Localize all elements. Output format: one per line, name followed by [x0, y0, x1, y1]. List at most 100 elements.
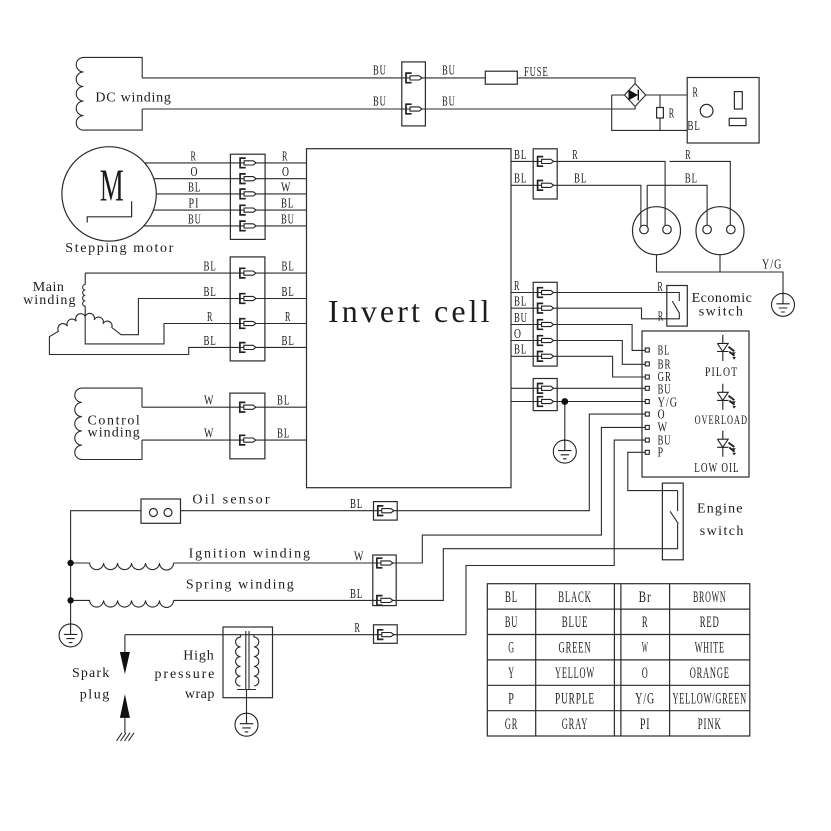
- svg-text:BU: BU: [281, 212, 295, 227]
- svg-text:GREEN: GREEN: [559, 640, 592, 657]
- svg-text:W: W: [658, 421, 669, 436]
- svg-text:PILOT: PILOT: [705, 364, 738, 379]
- svg-text:Invert cell: Invert cell: [328, 293, 491, 329]
- svg-text:BU: BU: [658, 433, 672, 448]
- svg-text:PINK: PINK: [698, 716, 722, 733]
- svg-text:DC winding: DC winding: [95, 91, 172, 106]
- svg-text:O: O: [642, 665, 649, 682]
- svg-text:BL: BL: [658, 344, 671, 359]
- svg-text:M: M: [100, 160, 124, 211]
- svg-text:G: G: [508, 640, 515, 657]
- svg-text:BL: BL: [574, 172, 587, 187]
- svg-text:BL: BL: [685, 172, 698, 187]
- svg-text:OVERLOAD: OVERLOAD: [695, 412, 748, 427]
- svg-text:BU: BU: [373, 64, 387, 79]
- svg-text:BL: BL: [282, 285, 295, 300]
- svg-text:BLACK: BLACK: [558, 589, 592, 606]
- svg-text:O: O: [282, 165, 290, 180]
- svg-text:W: W: [204, 427, 215, 442]
- svg-text:BL: BL: [350, 497, 363, 512]
- svg-text:YELLOW/GREEN: YELLOW/GREEN: [672, 690, 747, 707]
- svg-text:W: W: [204, 394, 215, 409]
- svg-text:BL: BL: [204, 285, 217, 300]
- svg-text:PI: PI: [640, 716, 651, 733]
- svg-text:BU: BU: [442, 95, 456, 110]
- svg-text:BL: BL: [282, 260, 295, 275]
- svg-text:R: R: [355, 621, 361, 636]
- svg-text:P: P: [508, 690, 515, 707]
- svg-text:High: High: [183, 649, 215, 664]
- svg-text:O: O: [514, 327, 522, 342]
- svg-text:BU: BU: [505, 614, 518, 631]
- svg-text:LOW OIL: LOW OIL: [694, 460, 740, 475]
- svg-text:BROWN: BROWN: [693, 589, 727, 606]
- svg-text:BU: BU: [514, 311, 528, 326]
- svg-text:BL: BL: [514, 343, 527, 358]
- svg-text:Ignition winding: Ignition winding: [189, 547, 312, 562]
- svg-text:R: R: [669, 107, 675, 122]
- svg-text:Br: Br: [639, 589, 652, 606]
- svg-text:BU: BU: [658, 382, 672, 397]
- svg-text:Y/G: Y/G: [635, 690, 655, 707]
- svg-text:Y/G: Y/G: [762, 258, 783, 273]
- svg-text:wrap: wrap: [185, 687, 216, 702]
- svg-text:BLUE: BLUE: [562, 614, 589, 631]
- svg-text:P: P: [658, 446, 665, 461]
- svg-text:R: R: [693, 86, 699, 101]
- svg-text:BL: BL: [188, 180, 201, 195]
- svg-text:BL: BL: [514, 172, 527, 187]
- svg-text:Spark: Spark: [72, 666, 111, 681]
- svg-text:W: W: [642, 640, 649, 657]
- svg-text:R: R: [285, 310, 291, 325]
- svg-text:R: R: [642, 614, 649, 631]
- svg-text:BL: BL: [505, 589, 518, 606]
- svg-text:R: R: [572, 148, 578, 163]
- svg-text:BU: BU: [188, 212, 202, 227]
- svg-text:YELLOW: YELLOW: [555, 665, 595, 682]
- svg-text:pressure: pressure: [155, 667, 216, 682]
- svg-text:ORANGE: ORANGE: [690, 665, 730, 682]
- svg-text:PI: PI: [189, 197, 200, 212]
- svg-text:Engine: Engine: [697, 502, 744, 517]
- svg-text:Stepping motor: Stepping motor: [65, 241, 175, 256]
- svg-text:GR: GR: [658, 370, 672, 385]
- svg-text:R: R: [658, 309, 664, 324]
- svg-text:Y: Y: [508, 665, 515, 682]
- svg-text:BL: BL: [281, 197, 294, 212]
- svg-text:GR: GR: [505, 716, 518, 733]
- svg-text:R: R: [191, 149, 197, 164]
- svg-text:BL: BL: [204, 334, 217, 349]
- svg-text:Oil sensor: Oil sensor: [192, 493, 271, 508]
- svg-text:BL: BL: [277, 394, 290, 409]
- svg-text:plug: plug: [80, 687, 111, 702]
- svg-text:Spring winding: Spring winding: [186, 578, 295, 593]
- svg-text:BU: BU: [373, 95, 387, 110]
- svg-text:BR: BR: [658, 358, 672, 373]
- svg-text:BL: BL: [282, 334, 295, 349]
- svg-text:O: O: [191, 165, 199, 180]
- svg-text:RED: RED: [700, 614, 720, 631]
- svg-text:BL: BL: [514, 295, 527, 310]
- svg-text:Control: Control: [88, 414, 142, 429]
- svg-text:W: W: [281, 180, 292, 195]
- svg-text:switch: switch: [700, 524, 745, 539]
- svg-text:R: R: [685, 148, 691, 163]
- svg-text:FUSE: FUSE: [524, 65, 549, 80]
- svg-text:BL: BL: [514, 148, 527, 163]
- svg-text:BL: BL: [277, 427, 290, 442]
- svg-text:GRAY: GRAY: [562, 716, 589, 733]
- svg-text:R: R: [657, 280, 663, 295]
- svg-text:O: O: [658, 407, 666, 422]
- svg-text:BL: BL: [688, 119, 701, 134]
- svg-text:Economic: Economic: [692, 291, 754, 306]
- svg-text:W: W: [354, 549, 365, 564]
- svg-text:winding: winding: [88, 426, 142, 441]
- svg-text:winding: winding: [23, 293, 77, 308]
- svg-text:switch: switch: [699, 305, 745, 320]
- svg-text:WHITE: WHITE: [695, 640, 725, 657]
- svg-text:BL: BL: [204, 260, 217, 275]
- svg-text:R: R: [207, 310, 213, 325]
- svg-text:Y/G: Y/G: [658, 396, 679, 411]
- svg-text:BU: BU: [442, 64, 456, 79]
- svg-text:Main: Main: [33, 280, 66, 295]
